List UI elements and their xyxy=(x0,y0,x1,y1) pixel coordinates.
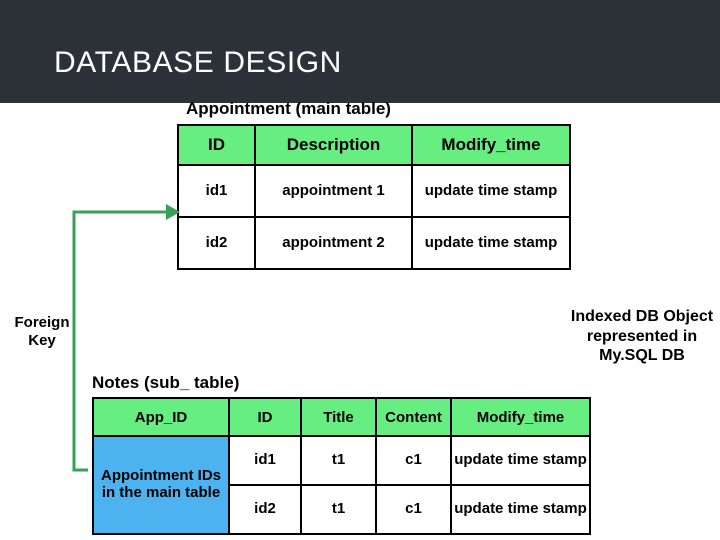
notes-header-row: App_ID ID Title Content Modify_time xyxy=(92,397,591,437)
notes-cell-app-id: Appointment IDs in the main table xyxy=(92,435,230,535)
appointment-col-description: Description xyxy=(254,124,413,166)
appointment-cell-id: id1 xyxy=(177,164,256,218)
notes-cell-id: id2 xyxy=(228,484,302,535)
notes-col-content: Content xyxy=(375,397,452,437)
notes-cell-title: t1 xyxy=(300,484,377,535)
appointment-cell-id: id2 xyxy=(177,216,256,270)
table-row: Appointment IDs in the main table id1 t1… xyxy=(92,435,591,535)
notes-table-caption: Notes (sub_ table) xyxy=(92,373,240,392)
notes-table: App_ID ID Title Content Modify_time Appo… xyxy=(92,397,591,535)
appointment-cell-modify-time: update time stamp xyxy=(411,164,571,218)
notes-cell-title: t1 xyxy=(300,435,377,486)
notes-cell-content: c1 xyxy=(375,484,452,535)
appointment-header-row: ID Description Modify_time xyxy=(177,124,571,166)
appointment-cell-modify-time: update time stamp xyxy=(411,216,571,270)
appointment-col-modify-time: Modify_time xyxy=(411,124,571,166)
page-title: DATABASE DESIGN xyxy=(54,46,342,79)
foreign-key-label: Foreign Key xyxy=(14,314,70,349)
appointment-table-caption: Appointment (main table) xyxy=(186,99,391,118)
appointment-cell-description: appointment 1 xyxy=(254,164,413,218)
notes-col-title: Title xyxy=(300,397,377,437)
notes-cell-id: id1 xyxy=(228,435,302,486)
notes-col-app-id: App_ID xyxy=(92,397,230,437)
notes-cell-content: c1 xyxy=(375,435,452,486)
table-row: id2 appointment 2 update time stamp xyxy=(177,216,571,270)
table-row: id1 appointment 1 update time stamp xyxy=(177,164,571,218)
notes-cell-modify-time: update time stamp xyxy=(450,435,591,486)
appointment-col-id: ID xyxy=(177,124,256,166)
notes-col-modify-time: Modify_time xyxy=(450,397,591,437)
notes-col-id: ID xyxy=(228,397,302,437)
notes-cell-modify-time: update time stamp xyxy=(450,484,591,535)
title-band xyxy=(0,0,720,103)
appointment-table: ID Description Modify_time id1 appointme… xyxy=(177,124,571,270)
indexed-db-note: Indexed DB Object represented in My.SQL … xyxy=(570,308,714,365)
table-row: id2 t1 c1 update time stamp xyxy=(93,484,591,535)
appointment-cell-description: appointment 2 xyxy=(254,216,413,270)
